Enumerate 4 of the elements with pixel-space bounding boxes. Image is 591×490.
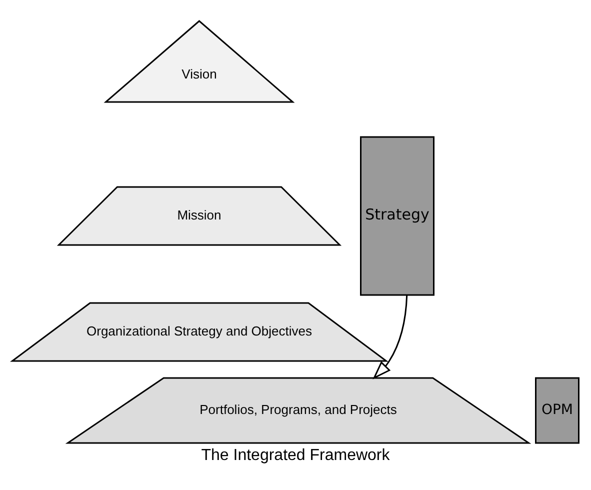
- caption: The Integrated Framework: [201, 446, 390, 464]
- arrow: [372, 295, 408, 380]
- node-box: OPM: [535, 377, 580, 444]
- node-box: Strategy: [360, 136, 434, 296]
